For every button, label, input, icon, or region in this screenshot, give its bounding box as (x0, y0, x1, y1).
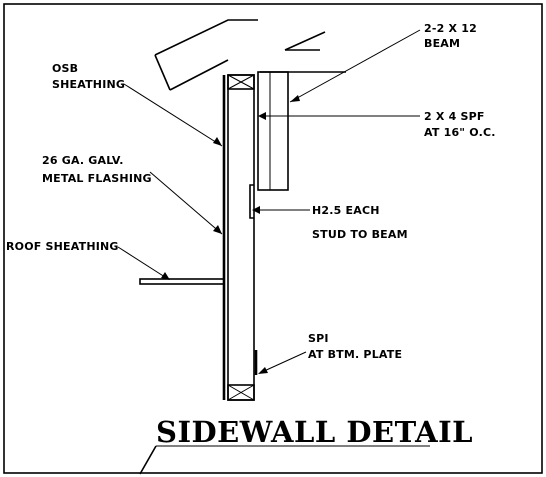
arrowhead-roof (161, 272, 170, 280)
label-osb-1: OSB (52, 62, 78, 75)
drawing-border (3, 3, 543, 474)
bottom-plate (227, 384, 255, 401)
drawing-title: SIDEWALL DETAIL (156, 415, 473, 449)
label-beam-1: 2-2 X 12 (424, 22, 477, 35)
title-slash (139, 445, 157, 475)
label-hanger-2: STUD TO BEAM (312, 228, 408, 241)
beam-2-2x12 (257, 71, 289, 191)
label-stud-1: 2 X 4 SPF (424, 110, 485, 123)
arrowhead-nail (258, 367, 268, 374)
top-plate (227, 74, 255, 90)
label-flashing-2: METAL FLASHING (42, 172, 152, 185)
label-hanger-1: H2.5 EACH (312, 204, 380, 217)
leader-beam (289, 29, 421, 103)
label-nail-2: AT BTM. PLATE (308, 348, 402, 361)
roof-line-lower (169, 59, 229, 91)
arrowhead-osb (213, 137, 222, 146)
slope-arrow-line (284, 31, 326, 51)
leader-nail (261, 351, 307, 373)
leader-roof (117, 246, 169, 280)
label-beam-2: BEAM (424, 37, 460, 50)
roof-line-cap (154, 54, 171, 91)
top-plate-x2 (227, 74, 255, 90)
label-osb-2: SHEATHING (52, 78, 125, 91)
arrowhead-beam (290, 95, 300, 102)
arrowhead-stud (258, 112, 266, 120)
arrowhead-hanger (252, 206, 260, 214)
label-stud-2: AT 16" O.C. (424, 126, 496, 139)
leader-flashing (149, 171, 223, 235)
arrowhead-flashing (213, 225, 222, 234)
label-flashing-1: 26 GA. GALV. (42, 154, 124, 167)
roof-line-upper (154, 19, 258, 56)
h25-hanger-clip (249, 184, 254, 219)
leader-osb (123, 83, 223, 147)
label-roof-sheathing: ROOF SHEATHING (6, 240, 119, 253)
bottom-plate-x2 (227, 384, 255, 401)
roof-sheathing-board (139, 278, 225, 285)
label-nail-1: SPI (308, 332, 329, 345)
stud-2x4 (227, 74, 255, 401)
